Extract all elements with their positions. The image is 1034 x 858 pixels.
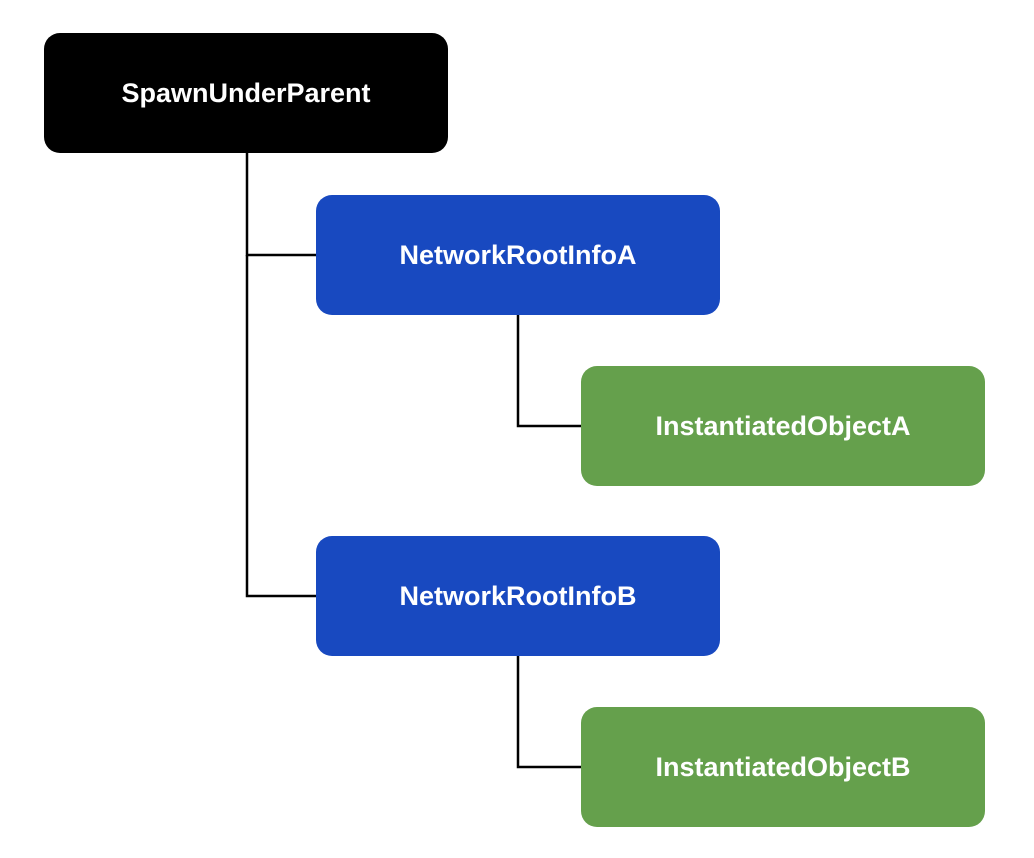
node-instantiated-object-a: InstantiatedObjectA <box>581 366 985 486</box>
edge-network-root-b-to-object-b <box>516 656 581 769</box>
node-spawn-under-parent: SpawnUnderParent <box>44 33 448 153</box>
edge-network-root-a-to-object-a <box>516 315 581 428</box>
edge-spawn-to-network-root-b <box>245 255 316 598</box>
node-network-root-info-b: NetworkRootInfoB <box>316 536 720 656</box>
node-network-root-info-a: NetworkRootInfoA <box>316 195 720 315</box>
node-instantiated-object-b: InstantiatedObjectB <box>581 707 985 827</box>
edge-spawn-to-network-root-a <box>245 153 316 257</box>
